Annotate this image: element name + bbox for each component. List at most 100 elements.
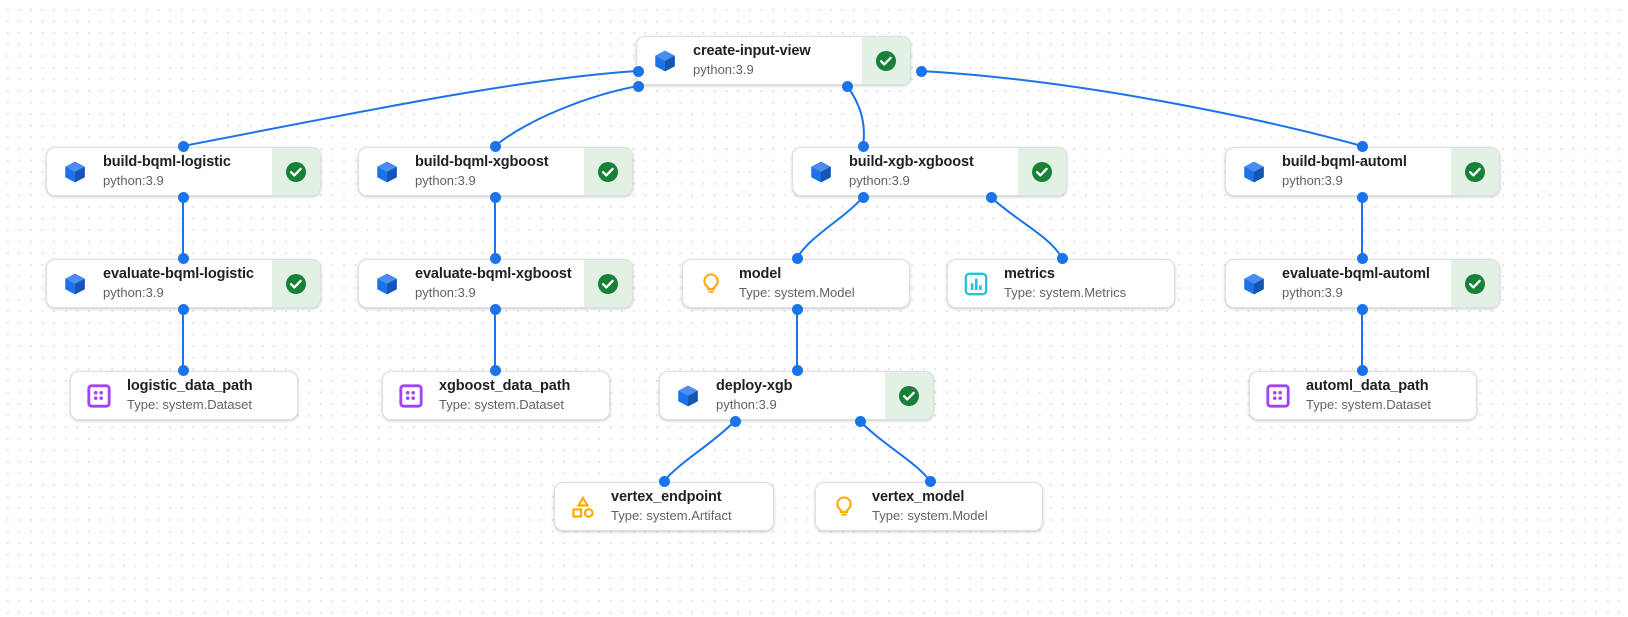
node-title: deploy-xgb <box>716 378 793 394</box>
node-subtitle: Type: system.Model <box>739 285 855 300</box>
port-p-bxgbq-i[interactable] <box>489 140 501 152</box>
node-evaluate-bqml-xgboost[interactable]: evaluate-bqml-xgboost python:3.9 <box>358 259 633 308</box>
node-subtitle: python:3.9 <box>716 397 777 412</box>
port-p-root-o2[interactable] <box>632 80 644 92</box>
check-circle-icon <box>897 384 921 408</box>
node-build-bqml-automl[interactable]: build-bqml-automl python:3.9 <box>1225 147 1500 196</box>
node-subtitle: python:3.9 <box>415 173 476 188</box>
node-subtitle: python:3.9 <box>103 285 164 300</box>
port-p-eauto-o[interactable] <box>1356 303 1368 315</box>
node-subtitle: python:3.9 <box>1282 285 1343 300</box>
node-subtitle: python:3.9 <box>415 285 476 300</box>
port-p-xdp-i[interactable] <box>489 364 501 376</box>
node-title: model <box>739 266 782 282</box>
dataset-icon <box>71 372 127 419</box>
port-p-blog-o[interactable] <box>177 191 189 203</box>
node-title: logistic_data_path <box>127 378 253 394</box>
cube-icon <box>1226 260 1282 307</box>
status-badge <box>272 148 320 195</box>
port-p-vmo-i[interactable] <box>924 475 936 487</box>
cube-icon <box>1226 148 1282 195</box>
port-p-bauto-i[interactable] <box>1356 140 1368 152</box>
port-p-model-i[interactable] <box>791 252 803 264</box>
port-p-metr-i[interactable] <box>1056 252 1068 264</box>
node-subtitle: Type: system.Dataset <box>127 397 252 412</box>
port-p-bauto-o[interactable] <box>1356 191 1368 203</box>
port-p-dep-o1[interactable] <box>729 415 741 427</box>
dataset-icon <box>1250 372 1306 419</box>
port-p-blog-i[interactable] <box>177 140 189 152</box>
node-subtitle: python:3.9 <box>693 62 754 77</box>
lightbulb-icon <box>816 483 872 530</box>
node-deploy-xgb[interactable]: deploy-xgb python:3.9 <box>659 371 934 420</box>
cube-icon <box>47 148 103 195</box>
port-p-eauto-i[interactable] <box>1356 252 1368 264</box>
edge-create-input-view-to-build-bqml-logistic <box>182 70 639 147</box>
port-p-bxgb-o2[interactable] <box>985 191 997 203</box>
port-p-bxgb-o1[interactable] <box>857 191 869 203</box>
status-badge <box>862 37 910 84</box>
node-text: evaluate-bqml-xgboost python:3.9 <box>415 260 584 307</box>
edge-build-xgb-xgboost-to-metrics <box>990 196 1063 259</box>
lightbulb-icon <box>683 260 739 307</box>
status-badge <box>1018 148 1066 195</box>
port-p-dep-o2[interactable] <box>854 415 866 427</box>
cube-icon <box>637 37 693 84</box>
port-p-bxgb-i[interactable] <box>857 140 869 152</box>
port-p-elog-o[interactable] <box>177 303 189 315</box>
status-badge <box>584 260 632 307</box>
bar-chart-icon <box>948 260 1004 307</box>
port-p-root-o3[interactable] <box>841 80 853 92</box>
node-title: metrics <box>1004 266 1055 282</box>
node-subtitle: Type: system.Model <box>872 508 988 523</box>
dataset-icon <box>383 372 439 419</box>
edge-create-input-view-to-build-xgb-xgboost <box>846 85 865 147</box>
edge-create-input-view-to-build-bqml-xgboost <box>494 85 639 147</box>
node-subtitle: python:3.9 <box>1282 173 1343 188</box>
node-build-xgb-xgboost[interactable]: build-xgb-xgboost python:3.9 <box>792 147 1067 196</box>
port-p-root-o1[interactable] <box>632 65 644 77</box>
node-title: vertex_endpoint <box>611 489 722 505</box>
check-circle-icon <box>284 160 308 184</box>
port-p-model-o[interactable] <box>791 303 803 315</box>
check-circle-icon <box>1030 160 1054 184</box>
check-circle-icon <box>284 272 308 296</box>
port-p-root-o4[interactable] <box>915 65 927 77</box>
port-p-bxgbq-o[interactable] <box>489 191 501 203</box>
status-badge <box>1451 148 1499 195</box>
port-p-dep-i[interactable] <box>791 364 803 376</box>
port-p-vep-i[interactable] <box>658 475 670 487</box>
node-title: build-xgb-xgboost <box>849 154 974 170</box>
port-p-adp-i[interactable] <box>1356 364 1368 376</box>
node-title: build-bqml-automl <box>1282 154 1407 170</box>
port-p-ldp-i[interactable] <box>177 364 189 376</box>
node-subtitle: Type: system.Dataset <box>439 397 564 412</box>
status-badge <box>272 260 320 307</box>
port-p-exgbq-o[interactable] <box>489 303 501 315</box>
port-p-exgbq-i[interactable] <box>489 252 501 264</box>
node-subtitle: python:3.9 <box>849 173 910 188</box>
artifact-shapes-icon <box>555 483 611 530</box>
node-title: evaluate-bqml-xgboost <box>415 266 572 282</box>
port-p-elog-i[interactable] <box>177 252 189 264</box>
